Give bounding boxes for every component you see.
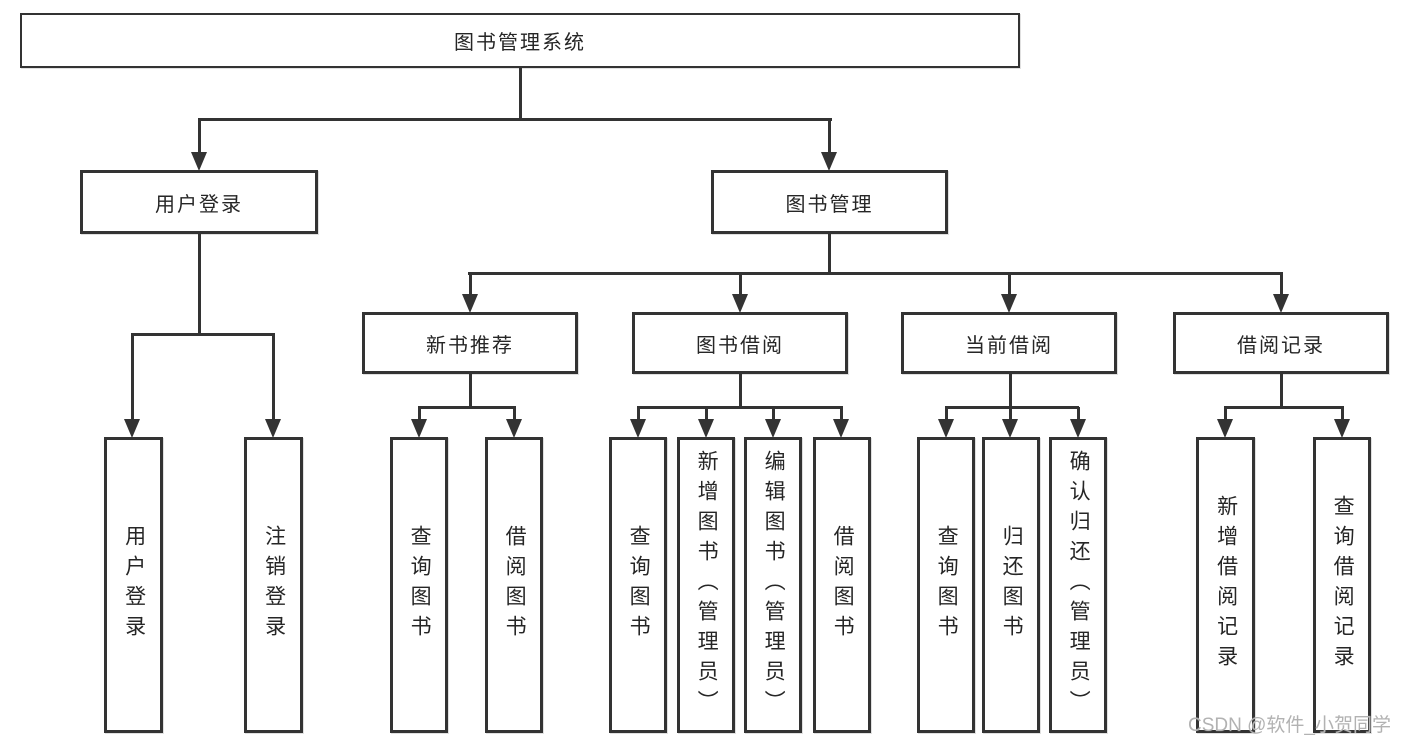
leaf-label: 用户登录 [122, 525, 146, 645]
leaf-query-books-borrow: 查询图书 [609, 437, 667, 733]
leaf-add-borrow-record: 新增借阅记录 [1196, 437, 1255, 733]
leaf-label: 查询图书 [935, 525, 959, 645]
connector-stem-leaf [637, 407, 640, 421]
connector-current-borrow-stem [1009, 374, 1012, 408]
arrow-leaf-icon [506, 419, 522, 438]
connector-stem-leaf [418, 407, 421, 421]
connector-stem-leaf-user-login [131, 334, 134, 421]
node-book-management: 图书管理 [711, 170, 948, 234]
arrow-leaf-icon [1217, 419, 1233, 438]
connector-new-book-bar [418, 406, 516, 409]
node-current-borrowing: 当前借阅 [901, 312, 1117, 374]
leaf-add-books-admin: 新增图书（管理员） [677, 437, 735, 733]
leaf-label: 查询图书 [408, 525, 432, 645]
node-book-borrowing: 图书借阅 [632, 312, 848, 374]
node-borrowing-records: 借阅记录 [1173, 312, 1389, 374]
leaf-query-books-recommend: 查询图书 [390, 437, 448, 733]
connector-stem-leaf [1224, 407, 1227, 421]
leaf-label: 查询图书 [627, 525, 651, 645]
connector-current-borrow-bar [945, 406, 1079, 409]
leaf-label: 借阅图书 [503, 525, 527, 645]
arrow-book-borrow-icon [732, 294, 748, 313]
leaf-label: 查询借阅记录 [1331, 495, 1355, 675]
leaf-query-borrow-record: 查询借阅记录 [1313, 437, 1371, 733]
csdn-watermark: CSDN @软件_小贺同学 [1188, 715, 1391, 736]
leaf-label: 新增借阅记录 [1214, 495, 1238, 675]
arrow-book-management-icon [821, 152, 837, 171]
node-label: 当前借阅 [965, 334, 1053, 357]
arrow-leaf-icon [833, 419, 849, 438]
leaf-label: 归还图书 [1000, 525, 1024, 645]
arrow-borrow-records-icon [1273, 294, 1289, 313]
connector-stem-leaf [513, 407, 516, 421]
leaf-label: 借阅图书 [831, 525, 855, 645]
leaf-query-books-current: 查询图书 [917, 437, 975, 733]
node-new-book-recommendation: 新书推荐 [362, 312, 578, 374]
leaf-return-books: 归还图书 [982, 437, 1040, 733]
leaf-label: 确认归还（管理员） [1067, 450, 1091, 720]
arrow-leaf-icon [411, 419, 427, 438]
connector-stem-leaf [772, 407, 775, 421]
connector-borrow-records-stem [1280, 374, 1283, 408]
connector-stem-book-management [828, 119, 831, 155]
connector-borrow-records-bar [1224, 406, 1344, 409]
leaf-label: 新增图书（管理员） [695, 450, 719, 720]
connector-book-management-stem [828, 234, 831, 274]
connector-stem-leaf [840, 407, 843, 421]
leaf-confirm-return-admin: 确认归还（管理员） [1049, 437, 1107, 733]
leaf-label: 注销登录 [262, 525, 286, 645]
connector-root-stem [519, 68, 522, 120]
arrow-leaf-icon [1070, 419, 1086, 438]
connector-user-login-bar [131, 333, 275, 336]
node-label: 图书借阅 [696, 334, 784, 357]
leaf-borrow-books-borrow: 借阅图书 [813, 437, 871, 733]
connector-stem-current-borrow [1008, 273, 1011, 297]
arrow-leaf-icon [1002, 419, 1018, 438]
node-label: 图书管理系统 [454, 32, 586, 54]
arrow-leaf-icon [765, 419, 781, 438]
leaf-user-login: 用户登录 [104, 437, 163, 733]
connector-stem-new-book [469, 273, 472, 297]
connector-user-login-stem [198, 234, 201, 334]
connector-level2-bar [198, 118, 832, 121]
connector-stem-leaf-logout [272, 334, 275, 421]
arrow-current-borrow-icon [1001, 294, 1017, 313]
connector-new-book-stem [469, 374, 472, 408]
connector-stem-book-borrow [739, 273, 742, 297]
connector-level3-bar [468, 272, 1283, 275]
node-label: 用户登录 [155, 193, 243, 216]
connector-book-borrow-bar [637, 406, 843, 409]
arrow-new-book-icon [462, 294, 478, 313]
connector-book-borrow-stem [739, 374, 742, 408]
node-library-management-system: 图书管理系统 [20, 13, 1020, 68]
connector-stem-leaf [1009, 407, 1012, 421]
connector-stem-leaf [945, 407, 948, 421]
connector-stem-borrow-records [1280, 273, 1283, 297]
node-label: 图书管理 [785, 193, 874, 216]
node-label: 借阅记录 [1237, 334, 1325, 357]
connector-stem-leaf [705, 407, 708, 421]
arrow-leaf-logout-icon [265, 419, 281, 438]
node-label: 新书推荐 [426, 334, 514, 357]
arrow-leaf-user-login-icon [124, 419, 140, 438]
arrow-leaf-icon [698, 419, 714, 438]
leaf-borrow-books-recommend: 借阅图书 [485, 437, 543, 733]
connector-stem-user-login [198, 119, 201, 155]
arrow-leaf-icon [1334, 419, 1350, 438]
connector-stem-leaf [1341, 407, 1344, 421]
arrow-leaf-icon [630, 419, 646, 438]
arrow-user-login-icon [191, 152, 207, 171]
arrow-leaf-icon [938, 419, 954, 438]
leaf-edit-books-admin: 编辑图书（管理员） [744, 437, 802, 733]
leaf-logout-login: 注销登录 [244, 437, 303, 733]
leaf-label: 编辑图书（管理员） [762, 450, 786, 720]
connector-stem-leaf [1077, 407, 1080, 421]
node-user-login: 用户登录 [80, 170, 318, 234]
